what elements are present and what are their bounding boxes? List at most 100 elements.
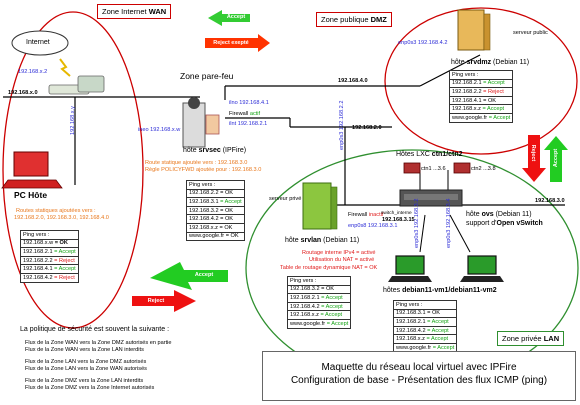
lan-host-eth-top: enp0s3 192.168.2.2	[339, 100, 345, 150]
vm-ping-table: Ping vers : 192.168.3.1 = OK 192.168.2.1…	[392, 300, 458, 353]
switch-ip: 192.168.3.15	[382, 217, 415, 223]
table-row: 192.168.x.z = Accept	[448, 104, 514, 114]
lan-host-eth-side: enp0s8 192.168.3.1	[348, 223, 398, 229]
lan-zone-label: Zone privée LAN	[497, 331, 565, 346]
lan-server-icon	[302, 182, 332, 230]
lxc-title: Hôtes LXC ctn1/ctn2	[396, 151, 463, 158]
vm1-laptop-icon	[395, 255, 425, 275]
table-row: 192.168.3.2 = OK	[186, 205, 245, 216]
firewall-server-icon	[182, 102, 206, 148]
policy-title: La politique de sécurité est souvent la …	[20, 326, 170, 333]
accept-arrow-bottom	[150, 262, 228, 290]
fw-policy-rule: Règle POLICYFWD ajoutée pour : 192.168.3…	[145, 167, 262, 173]
table-row: 192.168.3.2 = OK	[286, 284, 352, 295]
table-row: 192.168.x.z = OK	[186, 222, 245, 233]
reject-arrow-right	[522, 135, 546, 182]
accept-top-label: Accept	[226, 14, 246, 20]
accept-arrow-right	[544, 136, 568, 182]
table-row: 192.168.4.2 = Accept	[392, 325, 458, 336]
internet-label: Internet	[26, 39, 50, 46]
accept-bottom-label: Accept	[194, 272, 214, 278]
lan-feature-routing: Routage interne IPv4 = activé	[302, 250, 376, 256]
fw-eth-lan: ilnt 192.168.2.1	[229, 121, 268, 127]
pc-routes-line: 192.168.2.0, 192.168.3.0, 192.168.4.0	[14, 215, 109, 221]
table-row: 192.168.2.1 = Accept	[392, 317, 458, 327]
wan-zone-label: Zone Internet WAN	[97, 4, 172, 19]
table-row: 192.168.4.2 = OK	[186, 214, 245, 224]
fw-host-name: hôte srvsec (IPFire)	[183, 147, 247, 154]
fw-firewall-status: Firewall actif	[229, 111, 261, 117]
router-icon	[77, 75, 105, 93]
pc-host-screen-icon	[13, 151, 49, 177]
dmz-server-icon	[457, 9, 485, 51]
ctn2-label: ctn2 ...3.8	[471, 166, 496, 172]
dmz-zone-label: Zone publique DMZ	[316, 12, 392, 27]
pc-host-name: PC Hôte	[14, 190, 48, 200]
pc-routes-title: Routes statiques ajoutées vers :	[16, 208, 96, 214]
policy-line-5: Flux de la Zone DMZ vers la Zone LAN int…	[25, 378, 144, 384]
lan-feature-nat-table: Table de routage dynamique NAT = OK	[280, 265, 378, 271]
pc-ping-table: Ping vers : 192.168.x.w = OK 192.168.2.1…	[20, 230, 79, 283]
reject-arrow-bottom	[132, 290, 196, 312]
vm2-eth: enp0s3 192.168.3.4	[446, 198, 452, 248]
lan-host-role: serveur privé	[269, 196, 302, 202]
fw-eth-dmz: ilno 192.168.4.1	[229, 100, 269, 106]
wan-zone-ellipse	[2, 11, 144, 329]
dmz-host-role: serveur public	[513, 30, 548, 36]
table-row: 192.168.2.2 = Reject	[448, 87, 514, 97]
network-x-label: 192.168.x.0	[8, 90, 38, 96]
table-row: 192.168.x.z = Accept	[286, 310, 352, 320]
table-row: www.google.fr = OK	[186, 231, 245, 242]
vm2-laptop-icon	[467, 255, 497, 275]
fw-ping-table: Ping vers : 192.168.2.2 = OK 192.168.3.1…	[186, 180, 245, 242]
lan-host-name: hôte srvlan (Debian 11)	[285, 237, 360, 244]
ovs-support: support d'Open vSwitch	[466, 220, 543, 227]
diagram-title-line-2: Configuration de base - Présentation des…	[290, 375, 548, 386]
vm1-eth: enp0s3 192.168.3.2	[414, 198, 420, 248]
table-row: 192.168.2.1 = Accept	[448, 78, 514, 89]
diagram-title-box: Maquette du réseau local virtuel avec IP…	[262, 351, 576, 401]
ovs-host-name: hôte ovs (Debian 11)	[466, 211, 532, 218]
policy-line-4: Flux de la Zone LAN vers la Zone WAN aut…	[25, 366, 147, 372]
table-row: 192.168.4.1 = Accept	[20, 264, 79, 274]
vm-title: hôtes debian11-vm1/debian11-vm2	[383, 287, 497, 294]
table-row: 192.168.3.1 = OK	[392, 308, 458, 319]
container-ctn2-icon	[453, 162, 471, 174]
network-3-label: 192.168.3.0	[535, 198, 565, 204]
policy-line-6: Flux de la Zone DMZ vers la Zone Interne…	[25, 385, 155, 391]
firewall-zone-label: Zone pare-feu	[180, 71, 234, 81]
policy-line-3: Flux de la Zone LAN vers la Zone DMZ aut…	[25, 359, 147, 365]
table-row: 192.168.x.w = OK	[20, 238, 79, 249]
reject-bottom-label: Reject	[147, 298, 165, 304]
table-row: 192.168.2.2 = Reject	[20, 255, 79, 266]
table-row: 192.168.2.1 = Accept	[20, 247, 79, 257]
diagram-title-line-1: Maquette du réseau local virtuel avec IP…	[321, 362, 517, 373]
table-row: www.google.fr = Accept	[448, 112, 514, 123]
accept-right-label: Accept	[553, 148, 559, 168]
ctn1-label: ctn1 ...3.6	[421, 166, 446, 172]
lan-firewall-status: Firewall inactif	[348, 212, 384, 218]
policy-line-1: Flux de la Zone WAN vers la Zone DMZ aut…	[25, 340, 172, 346]
fw-route-static: Route statique ajoutée vers : 192.168.3.…	[145, 160, 248, 166]
table-row: 192.168.2.1 = Accept	[286, 293, 352, 303]
policy-line-2: Flux de la Zone WAN vers la Zone LAN int…	[25, 347, 144, 353]
reject-top-label: Reject exepté	[213, 40, 249, 46]
table-row: 192.168.4.1 = OK	[448, 95, 514, 106]
table-row: www.google.fr = Accept	[286, 318, 352, 329]
network-4-label: 192.168.4.0	[338, 78, 368, 84]
lan-feature-nat: Utilisation du NAT = activé	[309, 257, 375, 263]
table-row: 192.168.4.2 = Accept	[286, 301, 352, 312]
dmz-zone-ellipse	[384, 7, 578, 155]
reject-right-label: Reject	[530, 144, 536, 162]
lan-ping-table: Ping vers : 192.168.3.2 = OK 192.168.2.1…	[286, 276, 352, 329]
lightning-icon	[59, 58, 71, 77]
accept-arrow-top	[208, 10, 250, 26]
table-row: 192.168.2.2 = OK	[186, 188, 245, 199]
pc-ip-label: 192.168.x.y	[70, 106, 76, 135]
internet-ip-x2: 192.168.x.2	[18, 69, 48, 75]
reject-arrow-top	[205, 34, 270, 52]
internet-cloud	[11, 30, 69, 56]
table-row: 192.168.3.1 = Accept	[186, 197, 245, 207]
dmz-host-name: hôte srvdmz (Debian 11)	[451, 59, 530, 66]
